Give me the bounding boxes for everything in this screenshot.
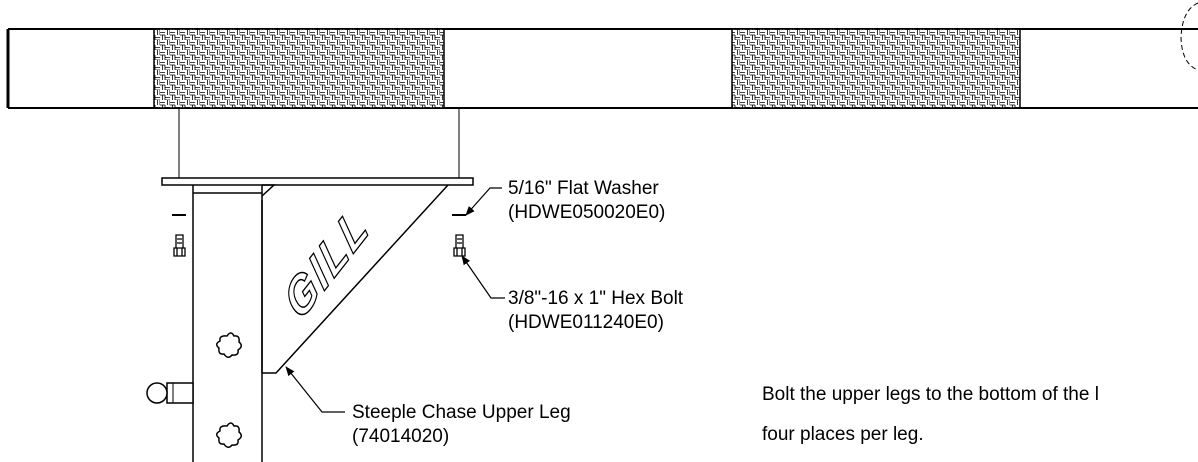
bolt-right — [453, 234, 466, 257]
side-pin — [146, 382, 194, 404]
washer-callout-name: 5/16" Flat Washer — [508, 178, 659, 199]
alignment-lines — [178, 109, 460, 178]
washer-leader — [465, 187, 502, 216]
bolt-left — [173, 234, 186, 257]
hardware-left — [172, 214, 186, 257]
grip-pad-right — [731, 28, 1021, 109]
bolt-leader — [461, 255, 505, 299]
instructions-line-1: Bolt the upper legs to the bottom of the… — [762, 384, 1099, 405]
bolt-callout-part: (HDWE011240E0) — [508, 312, 664, 333]
bolt-callout-name: 3/8"-16 x 1" Hex Bolt — [508, 288, 684, 309]
upper-leg-leader — [285, 366, 345, 413]
detail-circle-edge — [1180, 2, 1198, 71]
upper-leg-callout-part: (74014020) — [352, 426, 449, 447]
gill-logo: GILL — [276, 194, 378, 331]
upper-leg-callout-name: Steeple Chase Upper Leg — [352, 402, 571, 423]
grip-pad-left — [153, 28, 445, 109]
mounting-flange — [161, 177, 474, 186]
star-hole-lower — [216, 422, 242, 448]
star-hole-upper — [216, 332, 242, 358]
top-rail — [6, 2, 1198, 109]
washer-callout-part: (HDWE050020E0) — [508, 202, 665, 223]
hardware-right — [452, 214, 466, 257]
leg-tube — [192, 185, 263, 462]
instructions-line-2: four places per leg. — [762, 424, 924, 445]
